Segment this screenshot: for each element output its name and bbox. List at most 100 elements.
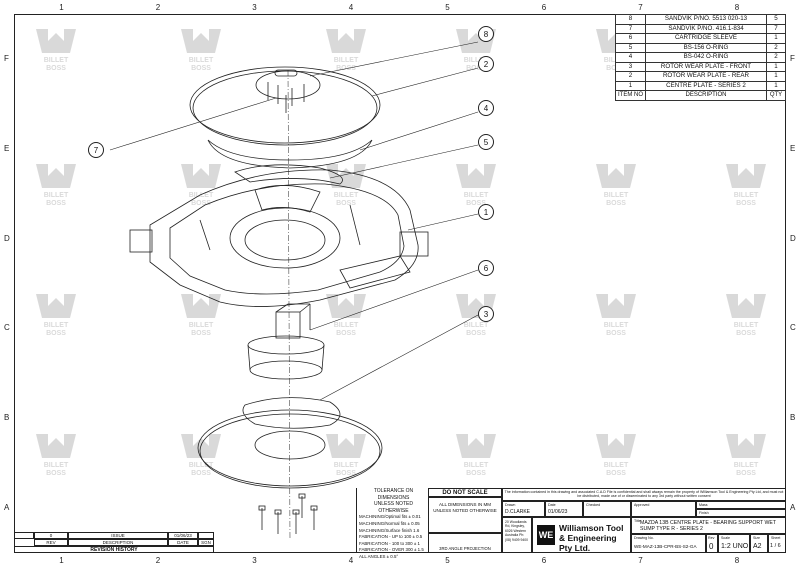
zone-column-label-bottom: 4 bbox=[348, 556, 354, 565]
sheet-value: 1 / 6 bbox=[770, 543, 781, 549]
company-logo-block: WE Williamson Tool & Engineering Pty Ltd… bbox=[532, 517, 631, 553]
tolerance-block: TOLERANCE ON DIMENSIONS UNLESS NOTED OTH… bbox=[356, 488, 428, 559]
zone-column-label-top: 4 bbox=[348, 3, 354, 12]
zone-row-label-left: E bbox=[4, 143, 10, 153]
svg-text:BILLET: BILLET bbox=[44, 57, 69, 64]
bom-qty: 1 bbox=[766, 61, 786, 72]
title-cell: Title MAZDA 13B CENTRE PLATE - BEARING S… bbox=[631, 517, 786, 534]
balloon-item-7: 7 bbox=[88, 142, 104, 158]
revision-history-title: REVISION HISTORY bbox=[14, 546, 214, 553]
svg-text:BOSS: BOSS bbox=[191, 65, 211, 72]
cutter-screws bbox=[258, 493, 318, 534]
dimensions-note: ALL DIMENSIONS IN MM UNLESS NOTED OTHERW… bbox=[428, 497, 502, 533]
svg-text:BILLET: BILLET bbox=[734, 462, 759, 469]
bom-description: CENTRE PLATE - SERIES 2 bbox=[645, 80, 767, 91]
scale-label: Scale bbox=[721, 536, 730, 540]
bom-qty: 5 bbox=[766, 14, 786, 25]
svg-text:BOSS: BOSS bbox=[46, 470, 66, 477]
svg-text:BOSS: BOSS bbox=[191, 470, 211, 477]
zone-column-label-bottom: 5 bbox=[445, 556, 450, 565]
bom-qty: 2 bbox=[766, 42, 786, 53]
revision-history-block: 0 ISSUE 01/06/23 REV DESCRIPTION DATE SG… bbox=[14, 532, 214, 553]
zone-row-label-right: D bbox=[790, 233, 796, 243]
drawn-label: Drawn bbox=[505, 503, 516, 507]
zone-row-label-right: E bbox=[790, 143, 796, 153]
zone-row-label-left: B bbox=[4, 413, 10, 423]
svg-text:BILLET: BILLET bbox=[334, 57, 359, 64]
zone-row-label-left: A bbox=[4, 503, 10, 513]
drawn-by: D.CLARKE bbox=[505, 509, 531, 515]
svg-text:BOSS: BOSS bbox=[336, 200, 356, 207]
revision-date-header: DATE bbox=[168, 539, 198, 546]
bom-item-no: 7 bbox=[615, 23, 646, 34]
svg-text:BOSS: BOSS bbox=[46, 330, 66, 337]
bom-qty: 1 bbox=[766, 33, 786, 44]
approved-cell: Approved bbox=[631, 501, 696, 517]
drawing-title: MAZDA 13B CENTRE PLATE - BEARING SUPPORT… bbox=[640, 520, 776, 533]
bom-item-no: 2 bbox=[615, 71, 646, 82]
drawing-border bbox=[14, 14, 786, 553]
company-address: 20 Woodlands Rd, Kingsley, 6026 Western … bbox=[502, 517, 532, 553]
do-not-scale-label: DO NOT SCALE bbox=[428, 488, 502, 497]
bom-item-no: 1 bbox=[615, 80, 646, 91]
tolerance-line: FABRICATION - UP to 100 ± 0.5 bbox=[359, 534, 423, 540]
projection-note: 3RD ANGLE PROJECTION bbox=[428, 533, 502, 553]
zone-column-label-bottom: 2 bbox=[155, 556, 161, 565]
bom-item-no: 4 bbox=[615, 52, 646, 63]
drawn-date: 01/06/23 bbox=[548, 509, 568, 515]
svg-text:BILLET: BILLET bbox=[604, 462, 629, 469]
zone-column-label-bottom: 1 bbox=[59, 556, 64, 565]
size-label: Size bbox=[753, 536, 760, 540]
svg-text:BOSS: BOSS bbox=[736, 330, 756, 337]
zone-row-label-right: B bbox=[790, 413, 796, 423]
bom-qty: 7 bbox=[766, 23, 786, 34]
svg-text:BILLET: BILLET bbox=[604, 192, 629, 199]
balloon-item-5: 5 bbox=[478, 134, 494, 150]
scale-cell: Scale 1:2 UNO bbox=[718, 534, 750, 553]
o-ring-bs042 bbox=[207, 139, 373, 169]
balloon-item-6: 6 bbox=[478, 260, 494, 276]
svg-text:BILLET: BILLET bbox=[189, 57, 214, 64]
centre-plate-series-2 bbox=[129, 169, 429, 307]
svg-text:BOSS: BOSS bbox=[336, 330, 356, 337]
zone-column-label-top: 7 bbox=[638, 3, 643, 12]
zone-column-label-top: 1 bbox=[59, 3, 64, 12]
revision-rev-value: 0 bbox=[34, 532, 68, 539]
tolerance-line: FABRICATION - 100 to 300 ± 1 bbox=[359, 540, 420, 546]
bom-description: CARTRIDGE SLEEVE bbox=[645, 33, 767, 44]
tolerance-line: MACHINING/Optimal fits ± 0.01 bbox=[359, 514, 421, 520]
tolerance-line: FABRICATION - OVER 300 ± 1.5 bbox=[359, 547, 424, 553]
balloon-item-3: 3 bbox=[478, 306, 494, 322]
bom-description: ROTOR WEAR PLATE - FRONT bbox=[645, 61, 767, 72]
size-value: A2 bbox=[753, 543, 762, 550]
zone-column-label-top: 8 bbox=[734, 3, 740, 12]
zone-row-label-right: A bbox=[790, 503, 796, 513]
svg-text:BOSS: BOSS bbox=[466, 470, 486, 477]
zone-column-label-bottom: 7 bbox=[638, 556, 643, 565]
revision-date-value: 01/06/23 bbox=[168, 532, 198, 539]
zone-column-label-bottom: 8 bbox=[734, 556, 740, 565]
checked-cell: Checked bbox=[583, 501, 631, 517]
bom-header-qty: QTY bbox=[766, 90, 786, 101]
company-name: Williamson Tool & Engineering Pty Ltd. bbox=[559, 523, 624, 553]
svg-text:BILLET: BILLET bbox=[44, 462, 69, 469]
balloon-item-4: 4 bbox=[478, 100, 494, 116]
o-ring-bs156 bbox=[234, 164, 343, 185]
bom-header-item: ITEM NO bbox=[615, 90, 646, 101]
